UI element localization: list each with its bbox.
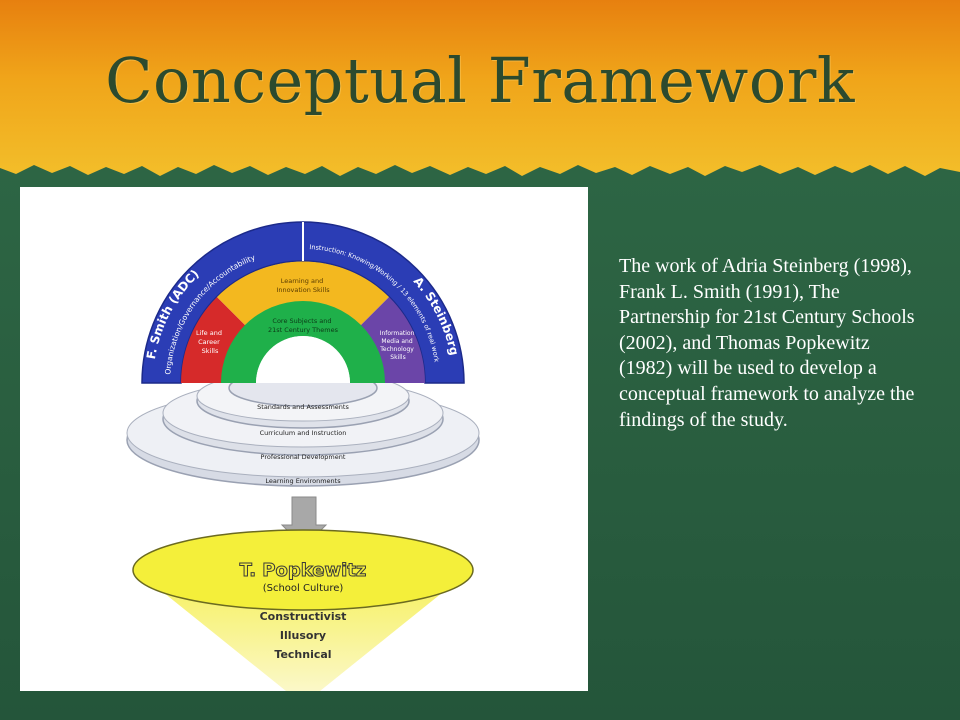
core-label: Core Subjects and 21st Century Themes (268, 317, 339, 334)
framework-diagram-svg: F. Smith (ADC) Organization/Governance/A… (126, 221, 480, 691)
ring-label-curriculum: Curriculum and Instruction (260, 429, 347, 437)
culture-illusory: Illusory (280, 629, 326, 642)
seg-top-label: Learning and Innovation Skills (276, 277, 330, 294)
core-arch (221, 301, 385, 383)
outer-arc-band (141, 221, 465, 384)
core-center (256, 336, 350, 383)
slide-title: Conceptual Framework (105, 44, 855, 117)
culture-technical: Technical (274, 648, 331, 661)
popkewitz-ellipse (132, 529, 474, 611)
slide-body-text: The work of Adria Steinberg (1998), Fran… (619, 255, 915, 431)
seg-right-label: Information Media and Technology Skills (379, 330, 416, 361)
seg-left-label: Life and Career Skills (196, 329, 224, 355)
framework-diagram: F. Smith (ADC) Organization/Governance/A… (20, 187, 588, 691)
header-band (0, 0, 960, 190)
popkewitz-name: T. Popkewitz (240, 560, 367, 581)
culture-constructivist: Constructivist (260, 610, 347, 623)
popkewitz-sub: (School Culture) (263, 583, 344, 594)
ring-label-standards: Standards and Assessments (257, 403, 349, 411)
ring-label-environments: Learning Environments (265, 477, 341, 485)
header-background (0, 0, 960, 176)
ring-label-professional: Professional Development (261, 453, 346, 461)
